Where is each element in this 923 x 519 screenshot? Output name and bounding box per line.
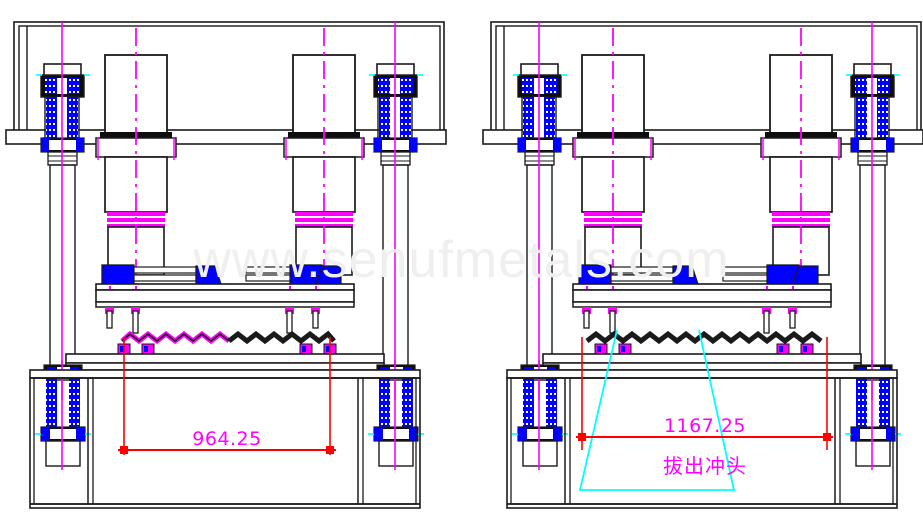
hydraulic-cylinder-left-1 — [95, 28, 177, 300]
guide-post-bushing-right-view-left — [513, 22, 567, 400]
corrugated-sheet-workpiece-left — [120, 330, 336, 345]
guide-post-bushing-left-outer — [36, 22, 90, 400]
corrugated-sheet-workpiece-right — [585, 330, 823, 345]
upper-platen-left — [95, 264, 355, 308]
hydraulic-cylinder-right-2 — [760, 28, 842, 300]
dimension-value-left: 964.25 — [192, 428, 261, 450]
punch-withdraw-label: 拔出冲头 — [663, 454, 747, 478]
hydraulic-cylinder-left-2 — [283, 28, 365, 300]
dimension-value-right: 1167.25 — [664, 415, 746, 437]
dimension-964: 964.25 — [118, 337, 336, 455]
guide-post-bushing-right-view-right — [846, 22, 900, 400]
machine-base-frame-left — [29, 369, 421, 509]
punch-pins-left — [105, 307, 320, 334]
machine-base-frame-right — [506, 369, 898, 509]
hydraulic-cylinder-right-1 — [572, 28, 654, 300]
upper-platen-right — [572, 264, 832, 308]
punch-withdraw-callout — [578, 329, 736, 491]
guide-post-bushing-right — [369, 22, 423, 400]
punch-pins-right — [582, 307, 797, 334]
lower-bolster-left — [65, 343, 385, 371]
dimension-1167: 1167.25 拔出冲头 — [576, 337, 833, 478]
right-view-group: 1167.25 拔出冲头 — [482, 21, 923, 509]
left-view-group: 964.25 — [5, 21, 447, 509]
